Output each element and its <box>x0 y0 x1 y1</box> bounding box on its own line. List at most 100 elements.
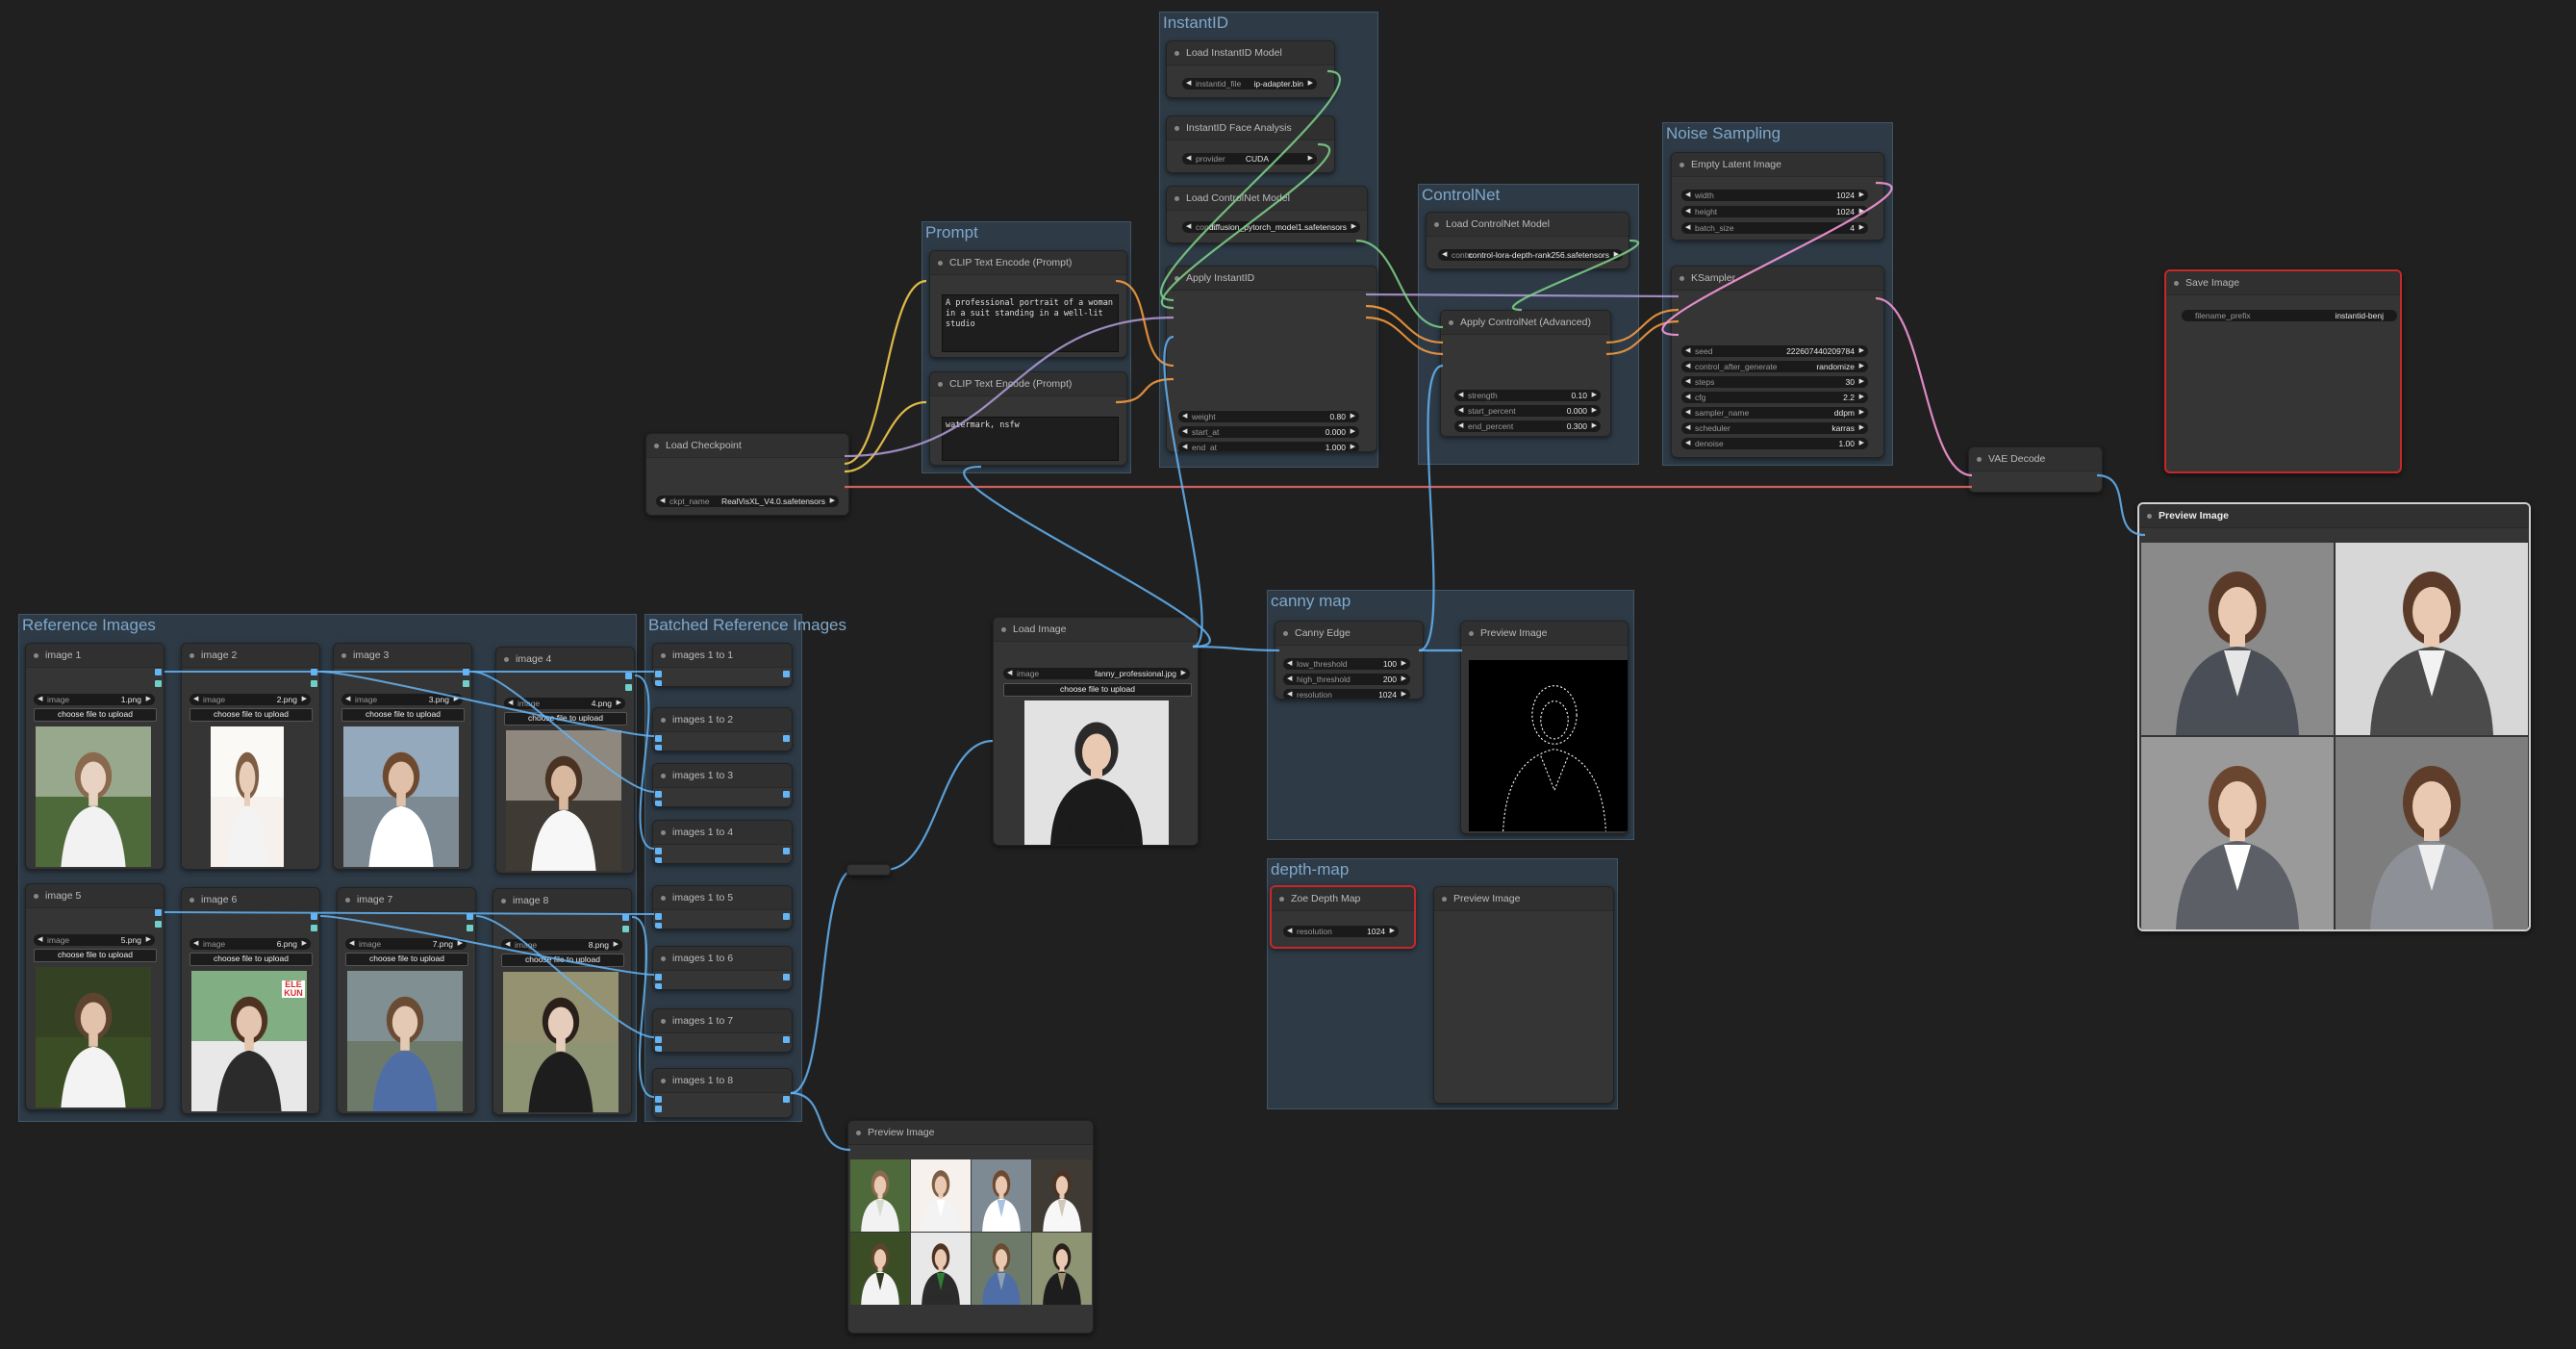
arrow-right-icon[interactable]: ▶ <box>1389 928 1395 934</box>
mask-output-slot[interactable] <box>467 925 473 931</box>
image-output-slot[interactable] <box>625 673 632 679</box>
arrow-left-icon[interactable]: ◀ <box>1186 155 1192 162</box>
node-preview-image-batch[interactable]: Preview Image <box>847 1120 1094 1334</box>
arrow-right-icon[interactable]: ▶ <box>1307 155 1313 162</box>
node-batch-images-6[interactable]: images 1 to 6 <box>652 946 793 990</box>
upload-button[interactable]: choose file to upload <box>501 954 624 967</box>
node-batch-images-2[interactable]: images 1 to 2 <box>652 707 793 751</box>
batch-image-grid[interactable] <box>850 1159 1093 1305</box>
arrow-right-icon[interactable]: ▶ <box>1591 392 1597 398</box>
control-net-name-select[interactable]: ◀control_net_namecontrol-lora-depth-rank… <box>1438 249 1623 261</box>
node-preview-image-depth[interactable]: Preview Image <box>1433 886 1614 1104</box>
output-image[interactable] <box>2336 737 2528 929</box>
reroute-node[interactable] <box>846 864 891 876</box>
arrow-right-icon[interactable]: ▶ <box>613 941 619 948</box>
image-output-slot[interactable] <box>783 671 790 677</box>
upload-button[interactable]: choose file to upload <box>504 712 627 725</box>
batch-image[interactable] <box>850 1233 910 1305</box>
node-load-controlnet-model-2[interactable]: Load ControlNet Model ◀control_net_namec… <box>1426 212 1629 269</box>
image1-input-slot[interactable] <box>655 1096 662 1103</box>
mask-output-slot[interactable] <box>625 684 632 691</box>
arrow-right-icon[interactable]: ▶ <box>145 696 151 702</box>
arrow-left-icon[interactable]: ◀ <box>1685 208 1691 215</box>
image2-input-slot[interactable] <box>655 801 662 806</box>
arrow-right-icon[interactable]: ▶ <box>1858 409 1864 416</box>
arrow-left-icon[interactable]: ◀ <box>38 696 43 702</box>
positive-prompt-textarea[interactable]: A professional portrait of a woman in a … <box>942 294 1119 352</box>
arrow-left-icon[interactable]: ◀ <box>1685 409 1691 416</box>
arrow-right-icon[interactable]: ▶ <box>1858 224 1864 231</box>
arrow-left-icon[interactable]: ◀ <box>349 940 355 947</box>
image2-input-slot[interactable] <box>655 923 662 929</box>
arrow-left-icon[interactable]: ◀ <box>1685 424 1691 431</box>
arrow-right-icon[interactable]: ▶ <box>1180 670 1186 676</box>
arrow-right-icon[interactable]: ▶ <box>301 696 307 702</box>
image-output-slot[interactable] <box>783 974 790 980</box>
image-output-slot[interactable] <box>622 914 629 921</box>
batch-image[interactable] <box>1032 1159 1092 1232</box>
image-output-slot[interactable] <box>155 909 162 916</box>
arrow-left-icon[interactable]: ◀ <box>660 497 666 504</box>
image1-input-slot[interactable] <box>655 913 662 920</box>
node-clip-text-encode-positive[interactable]: CLIP Text Encode (Prompt) A professional… <box>929 250 1127 358</box>
arrow-right-icon[interactable]: ▶ <box>1858 424 1864 431</box>
arrow-right-icon[interactable]: ▶ <box>1858 208 1864 215</box>
arrow-left-icon[interactable]: ◀ <box>38 936 43 943</box>
image-output-slot[interactable] <box>783 1036 790 1043</box>
arrow-left-icon[interactable]: ◀ <box>1186 223 1192 230</box>
arrow-right-icon[interactable]: ▶ <box>1858 363 1864 369</box>
arrow-right-icon[interactable]: ▶ <box>1858 191 1864 198</box>
arrow-right-icon[interactable]: ▶ <box>1401 660 1406 667</box>
image2-input-slot[interactable] <box>655 1046 662 1052</box>
image-output-slot[interactable] <box>311 669 317 675</box>
arrow-right-icon[interactable]: ▶ <box>1350 444 1355 450</box>
arrow-right-icon[interactable]: ▶ <box>457 940 463 947</box>
image2-input-slot[interactable] <box>655 857 662 863</box>
upload-button[interactable]: choose file to upload <box>34 949 157 962</box>
image-output-slot[interactable] <box>463 669 469 675</box>
arrow-right-icon[interactable]: ▶ <box>1401 691 1406 698</box>
output-image-grid[interactable] <box>2141 543 2528 929</box>
image-output-slot[interactable] <box>783 735 790 742</box>
image-output-slot[interactable] <box>783 848 790 854</box>
arrow-right-icon[interactable]: ▶ <box>453 696 459 702</box>
arrow-left-icon[interactable]: ◀ <box>1182 428 1188 435</box>
node-vae-decode[interactable]: VAE Decode <box>1968 446 2103 493</box>
arrow-left-icon[interactable]: ◀ <box>1186 80 1192 87</box>
arrow-left-icon[interactable]: ◀ <box>508 700 514 706</box>
arrow-right-icon[interactable]: ▶ <box>1351 223 1356 230</box>
image2-input-slot[interactable] <box>655 1106 662 1112</box>
image2-input-slot[interactable] <box>655 680 662 686</box>
image2-input-slot[interactable] <box>655 983 662 989</box>
arrow-right-icon[interactable]: ▶ <box>1858 378 1864 385</box>
